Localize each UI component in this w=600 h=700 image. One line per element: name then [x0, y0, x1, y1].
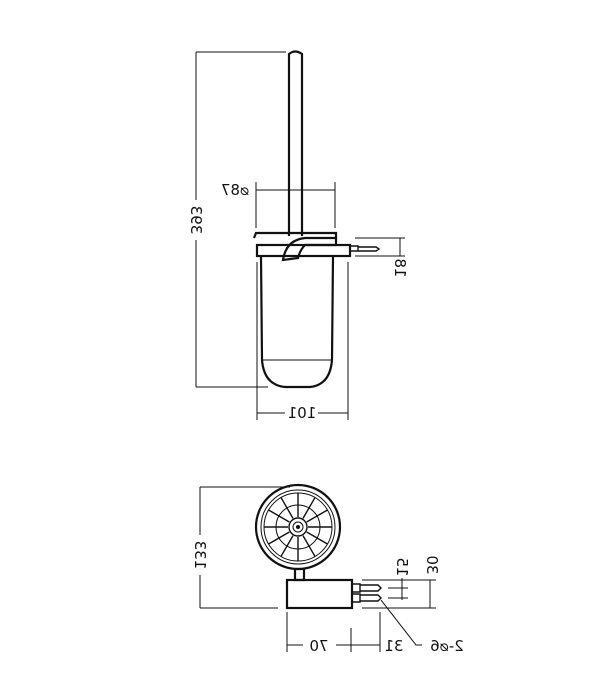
depth-dimension: 133 [191, 486, 290, 609]
width-label: 101 [288, 404, 317, 422]
bracket-stem [293, 567, 306, 582]
top-view: 133 15 30 70 31 2-⌀6 [191, 483, 464, 655]
cup-diameter-dimension: ⌀87 [221, 181, 336, 228]
plug-spacing-dimension: 15 [388, 557, 411, 600]
cup-top-wheel [254, 483, 342, 571]
wheel-spoke [268, 531, 290, 545]
height-dimension: 393 [187, 51, 286, 388]
height-label: 393 [187, 206, 205, 235]
length-dimensions: 70 31 2-⌀6 [286, 599, 464, 655]
side-view: 393 ⌀87 18 101 [187, 50, 409, 422]
bracket-height-top-dimension: 30 [362, 555, 441, 609]
wheel-spoke [268, 509, 290, 523]
wall-screw [350, 245, 381, 252]
cup-rim [252, 231, 338, 239]
bracket-height-dimension: 18 [355, 237, 409, 278]
wheel-spoke [280, 535, 294, 557]
bracket-arm [281, 236, 338, 262]
plug-spacing-label: 15 [393, 557, 411, 576]
bracket-height-top-label: 30 [423, 555, 441, 574]
wheel-spoke [306, 531, 328, 545]
wheel-spoke [306, 509, 328, 523]
bracket-length-label: 70 [309, 637, 328, 655]
cup-body [259, 255, 335, 389]
bracket-height-label: 18 [391, 258, 409, 277]
wheel-spoke [302, 535, 316, 557]
depth-label: 133 [191, 541, 209, 570]
plug-length-label: 31 [384, 637, 403, 655]
width-dimension: 101 [256, 262, 349, 422]
wheel-spoke [280, 497, 294, 519]
cup-diameter-label: ⌀87 [221, 181, 249, 199]
wall-bracket-block [285, 578, 354, 610]
wheel-spoke [302, 497, 316, 519]
wall-plugs [352, 583, 382, 603]
hole-label: 2-⌀6 [430, 637, 464, 655]
brush-handle [287, 50, 304, 236]
